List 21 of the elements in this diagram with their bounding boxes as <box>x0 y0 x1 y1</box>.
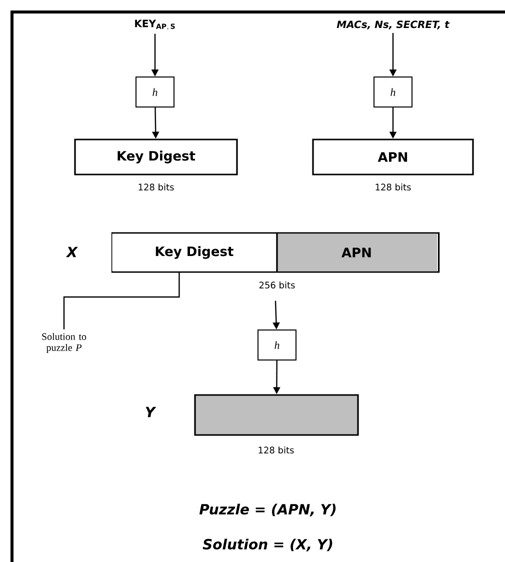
size-label: 128 bits <box>138 184 174 190</box>
size-label: 256 bits <box>259 282 295 288</box>
formula-text: Puzzle = (APN, Y) <box>199 504 336 516</box>
size-label: 128 bits <box>258 446 294 454</box>
digest-box: Key Digest <box>74 138 238 176</box>
node-label: Key Digest <box>156 246 234 259</box>
bar-segment: APN <box>276 234 438 272</box>
bar-segment: Key Digest <box>112 234 276 272</box>
hash-box: h <box>374 76 412 108</box>
input-label: MACs, Ns, SECRET, t <box>336 20 450 30</box>
hash-box: h <box>258 330 296 360</box>
variable-label: Y <box>146 406 156 418</box>
variable-label: X <box>66 246 78 258</box>
size-label: 128 bits <box>376 184 411 190</box>
output-box <box>194 394 359 436</box>
note-text: Solution to puzzle P <box>42 332 86 354</box>
leader-line <box>63 272 180 330</box>
digest-box: APN <box>312 138 474 176</box>
hash-box: h <box>136 76 174 108</box>
input-label: $\mathbf{KEY}_{\mathbf{AP,\,S}}$ <box>135 20 175 30</box>
formula-text: Solution = (X, Y) <box>202 538 332 552</box>
